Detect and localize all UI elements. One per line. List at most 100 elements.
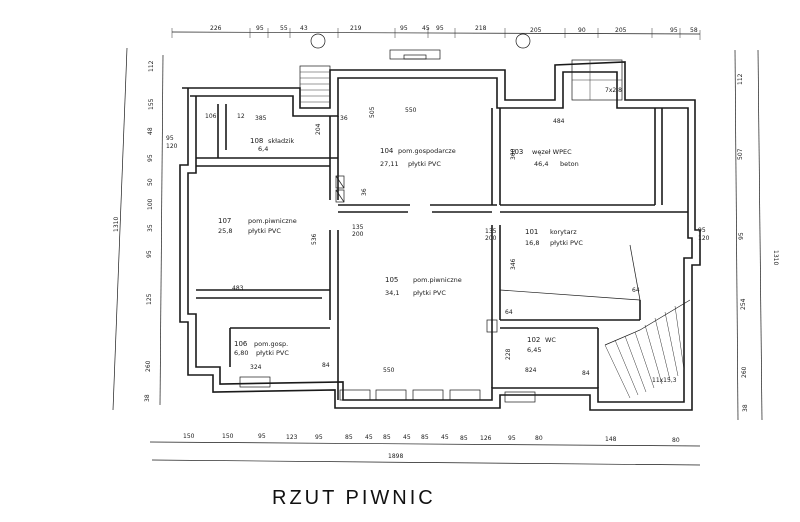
bottom-dim-17: 80 bbox=[672, 437, 680, 444]
inner-dim-18: 360 bbox=[510, 148, 517, 160]
bottom-windows bbox=[239, 49, 536, 403]
room-102-area: 6,45 bbox=[527, 346, 541, 354]
bottom-dim-11: 45 bbox=[441, 434, 449, 441]
room-103: 103 węzeł WPEC 46,4 beton bbox=[510, 148, 579, 168]
window-label-right-h: 120 bbox=[698, 235, 710, 242]
room-106-name: pom.gosp. bbox=[254, 340, 288, 348]
room-105: 105 pom.piwniczne 34,1 płytki PVC bbox=[385, 276, 462, 297]
bottom-dimension-chain: 150 150 95 123 95 85 45 85 45 85 45 85 1… bbox=[149, 433, 701, 466]
left-dim-3: 48 bbox=[147, 127, 154, 135]
left-dim-11: 38 bbox=[144, 394, 151, 402]
interior-walls bbox=[196, 104, 688, 400]
inner-dim-20: 536 bbox=[311, 233, 318, 245]
inner-dim-13: 135 bbox=[352, 224, 364, 231]
room-102-name: WC bbox=[545, 336, 556, 344]
right-dim-2: 507 bbox=[737, 148, 744, 160]
left-dim-2: 155 bbox=[148, 98, 155, 110]
bottom-dim-2: 150 bbox=[222, 433, 234, 440]
room-107-floor: płytki PVC bbox=[248, 227, 281, 235]
right-total: 1310 bbox=[772, 250, 779, 265]
inner-dim-16: 200 bbox=[485, 235, 497, 242]
top-dim-6: 95 bbox=[400, 25, 408, 32]
inner-dim-4: 550 bbox=[405, 107, 417, 114]
inner-dim-15: 135 bbox=[485, 228, 497, 235]
top-dim-12: 205 bbox=[615, 27, 627, 34]
room-104: 104 pom.gospodarcze 27,11 płytki PVC bbox=[380, 147, 456, 168]
top-dim-9: 218 bbox=[475, 25, 487, 32]
inner-dimensions: 385 12 106 550 484 483 550 324 824 84 84… bbox=[205, 106, 640, 377]
drain-marker-left bbox=[310, 33, 326, 49]
top-dim-13: 95 bbox=[670, 27, 678, 34]
window-label-h: 120 bbox=[166, 143, 178, 150]
right-dim-3: 95 bbox=[738, 232, 745, 240]
window-labels: 95 120 95 120 bbox=[166, 135, 710, 242]
room-106-floor: płytki PVC bbox=[256, 349, 289, 357]
left-dim-9: 125 bbox=[146, 293, 153, 305]
inner-dim-17: 505 bbox=[369, 106, 376, 118]
room-102: 102 WC 6,45 bbox=[527, 336, 556, 354]
room-103-area: 46,4 bbox=[534, 160, 548, 168]
room-107: 107 pom.piwniczne 25,8 płytki PVC bbox=[218, 217, 297, 235]
top-dim-11: 90 bbox=[578, 27, 586, 34]
left-dim-5: 50 bbox=[147, 178, 154, 186]
inner-dim-24: 36 bbox=[361, 188, 368, 196]
bottom-dim-13: 126 bbox=[480, 435, 492, 442]
right-dim-5: 260 bbox=[741, 366, 748, 378]
bottom-dim-3: 95 bbox=[258, 433, 266, 440]
left-dim-10: 260 bbox=[145, 360, 152, 372]
left-dim-1: 112 bbox=[148, 60, 155, 72]
room-107-area: 25,8 bbox=[218, 227, 232, 235]
inner-dim-14: 200 bbox=[352, 231, 364, 238]
room-104-floor: płytki PVC bbox=[408, 160, 441, 168]
bottom-dim-16: 148 bbox=[605, 436, 617, 443]
inner-dim-10: 84 bbox=[322, 362, 330, 369]
stair-top-right: 7x2,8 bbox=[571, 59, 623, 101]
stair-top-right-label: 7x2,8 bbox=[605, 87, 622, 94]
room-101-name: korytarz bbox=[550, 228, 577, 236]
inner-dim-25: 64 bbox=[505, 309, 513, 316]
outer-walls bbox=[179, 61, 701, 411]
top-dim-8: 95 bbox=[436, 25, 444, 32]
ventilation-shafts bbox=[335, 175, 498, 333]
stair-bottom-right-label: 11x15,3 bbox=[652, 377, 677, 384]
room-106-area: 6,80 bbox=[234, 349, 248, 357]
room-101-area: 16,8 bbox=[525, 239, 539, 247]
inner-dim-8: 324 bbox=[250, 364, 262, 371]
top-dim-3: 55 bbox=[280, 25, 288, 32]
top-dim-10: 205 bbox=[530, 27, 542, 34]
left-dimension-chain: 112 155 48 95 50 100 35 95 125 260 38 13… bbox=[112, 47, 164, 411]
window-label-right-w: 95 bbox=[698, 227, 706, 234]
room-104-number: 104 bbox=[380, 147, 394, 155]
top-dimension-chain: 226 95 55 43 219 95 45 95 218 205 90 205… bbox=[171, 25, 701, 49]
inner-dim-6: 483 bbox=[232, 285, 244, 292]
room-101-number: 101 bbox=[525, 228, 538, 236]
room-106-number: 106 bbox=[234, 340, 248, 348]
room-104-name: pom.gospodarcze bbox=[398, 147, 456, 155]
right-dim-4: 254 bbox=[740, 298, 747, 310]
stair-top-left bbox=[299, 65, 331, 109]
window-label-w: 95 bbox=[166, 135, 174, 142]
room-102-number: 102 bbox=[527, 336, 540, 344]
bottom-dim-9: 45 bbox=[403, 434, 411, 441]
left-total: 1310 bbox=[113, 217, 120, 232]
right-dimension-chain: 112 507 95 254 260 38 1310 bbox=[734, 49, 779, 421]
room-108-name: składzik bbox=[268, 137, 294, 145]
inner-dim-7: 550 bbox=[383, 367, 395, 374]
inner-dim-11: 84 bbox=[582, 370, 590, 377]
top-dim-7: 45 bbox=[422, 25, 430, 32]
drawing-title: RZUT PIWNIC bbox=[272, 487, 436, 509]
left-dim-4: 95 bbox=[147, 154, 154, 162]
bottom-dim-14: 95 bbox=[508, 435, 516, 442]
room-104-area: 27,11 bbox=[380, 160, 399, 168]
inner-dim-1: 385 bbox=[255, 115, 267, 122]
right-dim-1: 112 bbox=[737, 73, 744, 85]
room-103-floor: beton bbox=[560, 160, 579, 168]
room-108-area: 6,4 bbox=[258, 145, 268, 153]
bottom-dim-8: 85 bbox=[383, 434, 391, 441]
top-dim-5: 219 bbox=[350, 25, 362, 32]
left-dim-6: 100 bbox=[147, 198, 154, 210]
top-dim-4: 43 bbox=[300, 25, 308, 32]
room-108-number: 108 bbox=[250, 137, 263, 145]
bottom-dim-6: 85 bbox=[345, 434, 353, 441]
room-108: 108 składzik 6,4 bbox=[250, 137, 294, 153]
